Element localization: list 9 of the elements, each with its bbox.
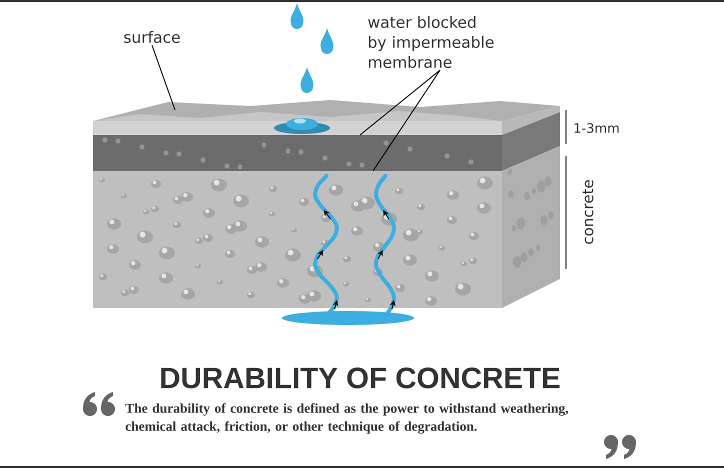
callout-label: water blocked by impermeable membrane — [368, 16, 494, 68]
dimension-label: 1-3mm — [574, 123, 619, 133]
dimension-label: concrete — [582, 180, 594, 244]
leader-line — [372, 70, 440, 172]
callout-label: surface — [124, 31, 180, 43]
caption: The durability of concrete is defined as the power to withstand weathering, chemical attack, friction, or other technique of degradation. — [125, 403, 568, 434]
title: DURABILITY OF CONCRETE — [161, 368, 560, 388]
leader-line — [152, 44, 176, 110]
leader-line — [360, 70, 440, 136]
